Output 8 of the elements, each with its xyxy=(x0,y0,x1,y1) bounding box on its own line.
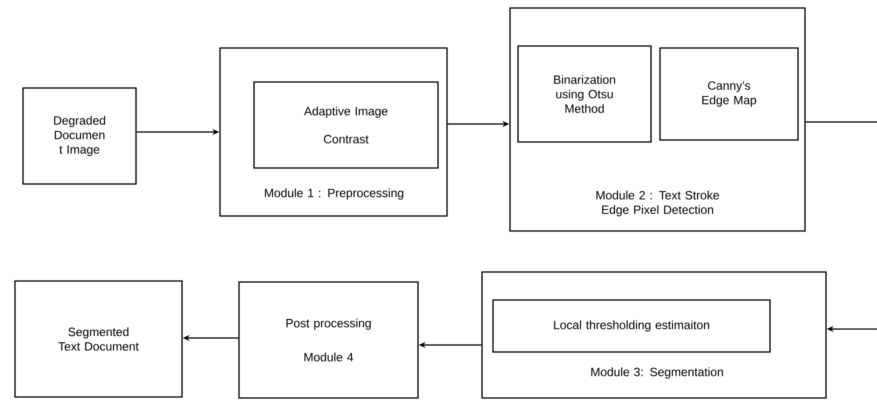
process-box: Post processing Module 4 xyxy=(238,281,419,399)
process-box: Local thresholding estimaiton xyxy=(492,299,771,353)
process-box: Binarization using Otsu Method xyxy=(517,45,652,143)
process-box: Degraded Documen t Image xyxy=(22,87,137,185)
connector-line xyxy=(806,121,877,123)
process-box: Segmented Text Document xyxy=(14,280,183,398)
process-box: Canny’s Edge Map xyxy=(659,47,799,141)
process-box: Adaptive Image Contrast xyxy=(253,81,439,169)
